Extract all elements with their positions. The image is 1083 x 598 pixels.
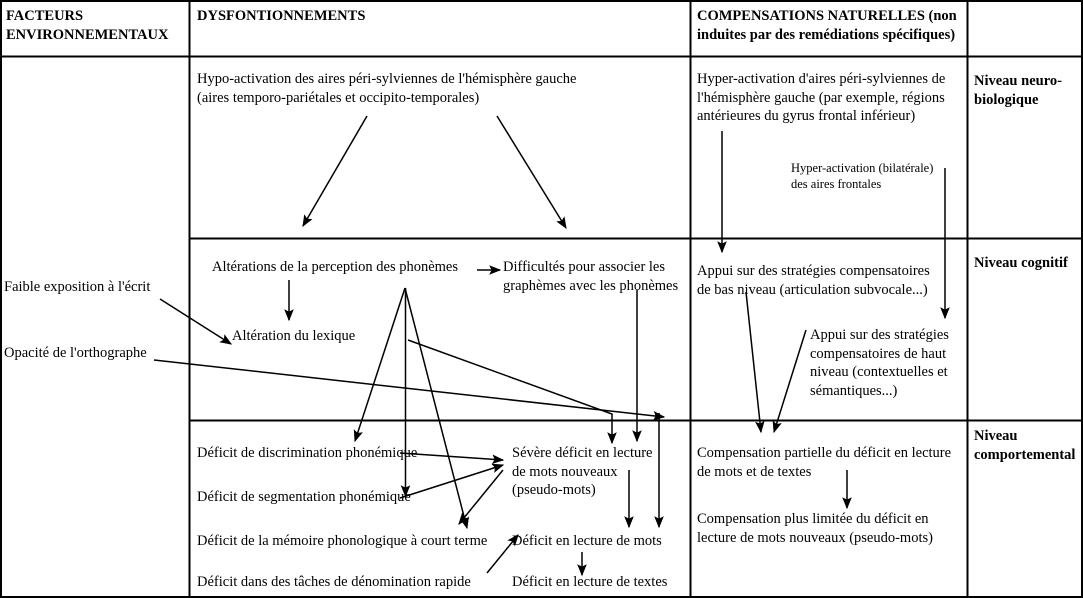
dysfunction-neuro-hypoactivation: Hypo-activation des aires péri-sylvienne… bbox=[197, 71, 577, 106]
compensation-bas-niveau: Appui sur des stratégies compensatoires … bbox=[697, 263, 930, 298]
compensation-neuro-hyperactivation: Hyper-activation d'aires péri-sylviennes… bbox=[697, 71, 946, 125]
dysfunction-deficit-lecture-textes: Déficit en lecture de textes bbox=[512, 574, 668, 590]
dysfunction-deficit-lecture-mots: Déficit en lecture de mots bbox=[512, 533, 662, 549]
dysfunction-severe-deficit-pseudomots: Sévère déficit en lecture de mots nouvea… bbox=[512, 445, 653, 499]
compensation-hyperactivation-bilaterale: Hyper-activation (bilatérale) des aires … bbox=[791, 161, 934, 191]
level-cognitive: Niveau cognitif bbox=[974, 255, 1068, 271]
dysfunction-deficit-denomination: Déficit dans des tâches de dénomination … bbox=[197, 574, 471, 590]
dysfunction-deficit-segmentation: Déficit de segmentation phonémique bbox=[197, 489, 411, 505]
factor-opacite-orthographe: Opacité de l'orthographe bbox=[4, 345, 147, 361]
dysfunction-alterations-perception: Altérations de la perception des phonème… bbox=[211, 259, 459, 275]
compensation-plus-limitee: Compensation plus limitée du déficit en … bbox=[697, 511, 933, 546]
dysfunction-deficit-memoire: Déficit de la mémoire phonologique à cou… bbox=[197, 533, 488, 549]
dysfunction-difficultes-association: Difficultés pour associer les graphèmes … bbox=[503, 259, 679, 294]
header-compensations: COMPENSATIONS NATURELLES (non induites p… bbox=[697, 8, 957, 43]
dysfunction-deficit-discrimination: Déficit de discrimination phonémique bbox=[197, 445, 418, 461]
level-behavioral: Niveau comportemental bbox=[974, 428, 1076, 463]
header-dysfunctions: DYSFONTIONNEMENTS bbox=[197, 8, 366, 24]
factor-faible-exposition: Faible exposition à l'écrit bbox=[4, 279, 151, 295]
header-factors: FACTEURS ENVIRONNEMENTAUX bbox=[6, 8, 169, 43]
level-neurobiological: Niveau neuro- biologique bbox=[974, 73, 1062, 108]
dysfunction-alteration-lexique: Altération du lexique bbox=[232, 328, 356, 344]
compensation-partielle: Compensation partielle du déficit en lec… bbox=[697, 445, 952, 480]
compensation-haut-niveau: Appui sur des stratégies compensatoires … bbox=[810, 327, 949, 399]
